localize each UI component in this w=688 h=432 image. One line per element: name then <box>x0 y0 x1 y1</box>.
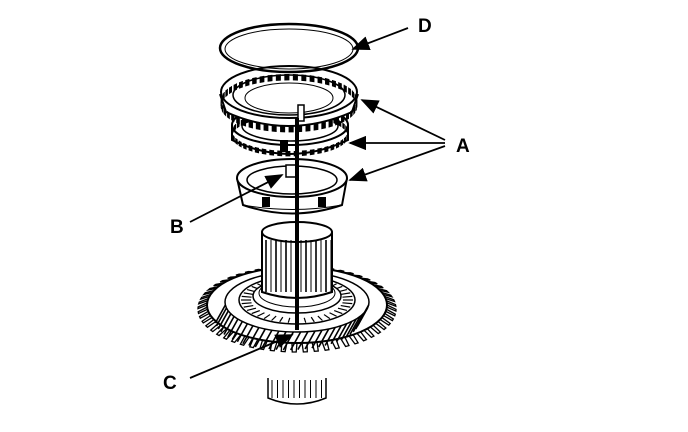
leader-c <box>189 334 294 379</box>
callout-d: D <box>418 16 432 37</box>
callout-b: B <box>170 217 184 238</box>
leader-d <box>351 27 409 50</box>
leader-lines <box>189 27 446 379</box>
upper-ring-teeth <box>220 74 358 133</box>
callout-c: C <box>163 373 177 394</box>
callout-a: A <box>456 136 470 157</box>
leader-a-lower <box>348 145 446 182</box>
leader-b <box>189 174 284 223</box>
leader-a-upper <box>360 99 446 141</box>
synchro-ring-lower <box>236 158 348 215</box>
synchro-ring-upper <box>219 65 359 133</box>
shaft-stub-splines <box>271 380 322 398</box>
snap-ring <box>218 22 360 74</box>
